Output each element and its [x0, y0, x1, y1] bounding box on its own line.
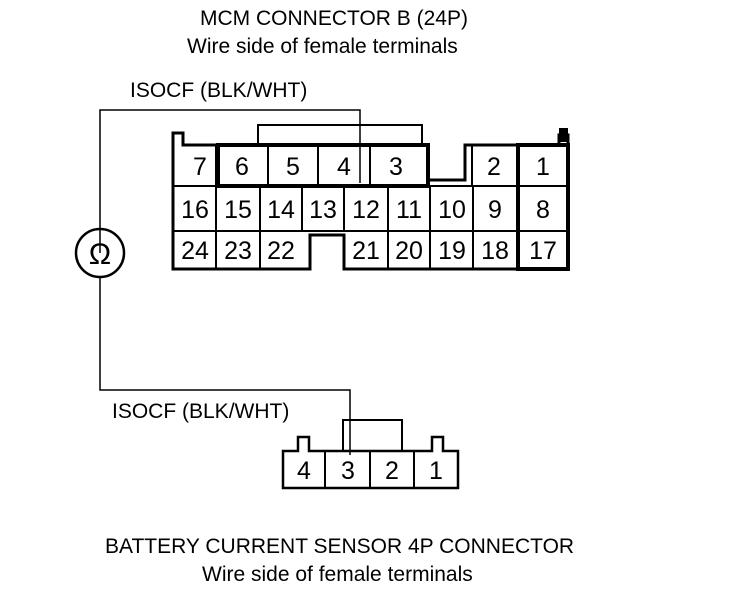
mcm-pin-13: 13 [309, 196, 337, 224]
mcm-pin-5: 5 [286, 153, 300, 181]
test-wire-sensor [99, 277, 351, 455]
mcm-connector-title: MCM CONNECTOR B (24P) [200, 7, 468, 30]
mcm-pin-8: 8 [536, 196, 550, 224]
sensor-connector-subtitle: Wire side of female terminals [202, 563, 473, 586]
mcm-pin-9: 9 [488, 196, 502, 224]
mcm-connector: 7 6 5 4 3 2 1 16 15 14 13 12 11 10 9 8 2… [171, 124, 570, 271]
sensor-pin-1: 1 [429, 457, 443, 485]
mcm-pin-10: 10 [438, 196, 466, 224]
mcm-pin-23: 23 [224, 237, 252, 265]
sensor-pin-3: 3 [341, 457, 355, 485]
mcm-pin-1: 1 [536, 153, 550, 181]
mcm-pin-17: 17 [529, 237, 557, 265]
mcm-pin-18: 18 [481, 237, 509, 265]
mcm-pin-21: 21 [352, 237, 380, 265]
mcm-pin-7: 7 [193, 153, 207, 181]
mcm-wire-label: ISOCF (BLK/WHT) [130, 79, 307, 102]
mcm-pin-16: 16 [181, 196, 209, 224]
mcm-pin-19: 19 [438, 237, 466, 265]
mcm-terminal-block-3-6 [216, 143, 430, 188]
mcm-pin-6: 6 [235, 153, 249, 181]
mcm-pin-14: 14 [267, 196, 295, 224]
sensor-wire-label: ISOCF (BLK/WHT) [112, 400, 289, 423]
mcm-pin-12: 12 [352, 196, 380, 224]
ohm-symbol: Ω [89, 238, 111, 271]
mcm-lock-tab [257, 124, 423, 145]
sensor-pin-2: 2 [385, 457, 399, 485]
sensor-lock-tab [342, 419, 403, 451]
mcm-pin-24: 24 [181, 237, 209, 265]
mcm-connector-subtitle: Wire side of female terminals [187, 35, 458, 58]
mcm-pin-20: 20 [395, 237, 423, 265]
mcm-pin-11: 11 [396, 196, 422, 224]
sensor-connector-title: BATTERY CURRENT SENSOR 4P CONNECTOR [105, 535, 574, 558]
mcm-pin-15: 15 [224, 196, 252, 224]
mcm-terminal-block-1-8-17 [516, 143, 570, 271]
mcm-pin-4: 4 [337, 153, 351, 181]
sensor-pin-4: 4 [297, 457, 311, 485]
mcm-pin-3: 3 [389, 153, 403, 181]
sensor-connector-body [281, 435, 460, 490]
mcm-pin-2: 2 [487, 153, 501, 181]
sensor-connector: 4 3 2 1 [281, 419, 460, 490]
mcm-pin-22: 22 [267, 237, 295, 265]
